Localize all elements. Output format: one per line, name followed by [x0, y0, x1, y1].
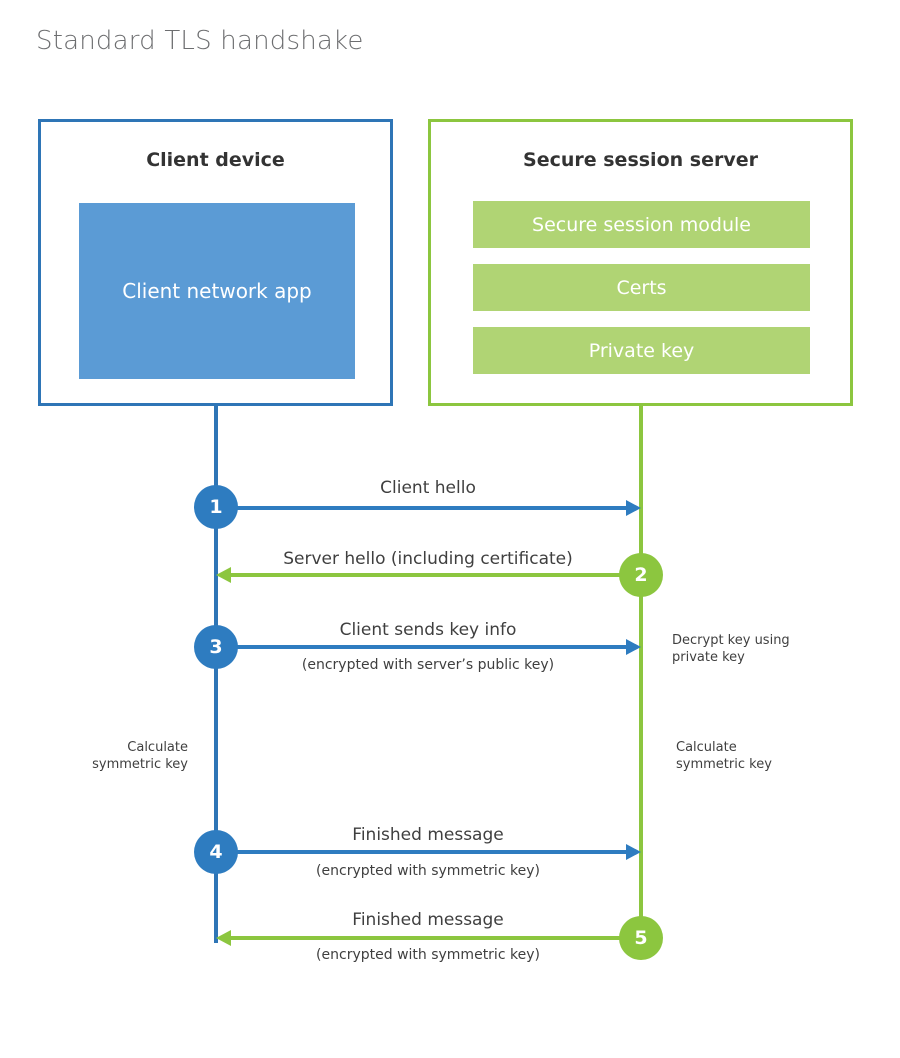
step-circle-3[interactable]: 3 [194, 625, 238, 669]
secure-session-server-title: Secure session server [523, 149, 758, 171]
step-5-label: Finished message [352, 910, 504, 930]
step-circle-2[interactable]: 2 [619, 553, 663, 597]
step-circle-5[interactable]: 5 [619, 916, 663, 960]
certs-block: Certs [473, 264, 810, 311]
secure-session-module-block: Secure session module [473, 201, 810, 248]
client-calculate-symmetric-key-annotation: Calculate symmetric key [92, 740, 188, 772]
step-circle-1[interactable]: 1 [194, 485, 238, 529]
client-device-title: Client device [146, 149, 285, 171]
step-3-label: Client sends key info [339, 620, 517, 640]
secure-session-server-box: Secure session server Secure session mod… [428, 119, 853, 406]
server-calculate-symmetric-key-annotation: Calculate symmetric key [676, 740, 772, 772]
step-4-label: Finished message [352, 825, 504, 845]
arrow-step-1 [216, 500, 641, 516]
client-device-box: Client device Client network app [38, 119, 393, 406]
page-title: Standard TLS handshake [36, 26, 364, 56]
arrow-step-5 [216, 930, 641, 946]
arrow-step-4 [216, 844, 641, 860]
arrow-step-2 [216, 567, 641, 583]
server-lifeline [639, 406, 643, 939]
arrow-step-3 [216, 639, 641, 655]
step-2-label: Server hello (including certificate) [283, 549, 573, 569]
step-circle-4[interactable]: 4 [194, 830, 238, 874]
step-4-sublabel: (encrypted with symmetric key) [316, 863, 540, 879]
decrypt-key-annotation: Decrypt key using private key [672, 633, 790, 665]
client-network-app-block: Client network app [79, 203, 355, 379]
step-5-sublabel: (encrypted with symmetric key) [316, 947, 540, 963]
step-1-label: Client hello [380, 478, 476, 498]
private-key-block: Private key [473, 327, 810, 374]
client-lifeline [214, 406, 218, 943]
step-3-sublabel: (encrypted with server’s public key) [301, 657, 555, 673]
